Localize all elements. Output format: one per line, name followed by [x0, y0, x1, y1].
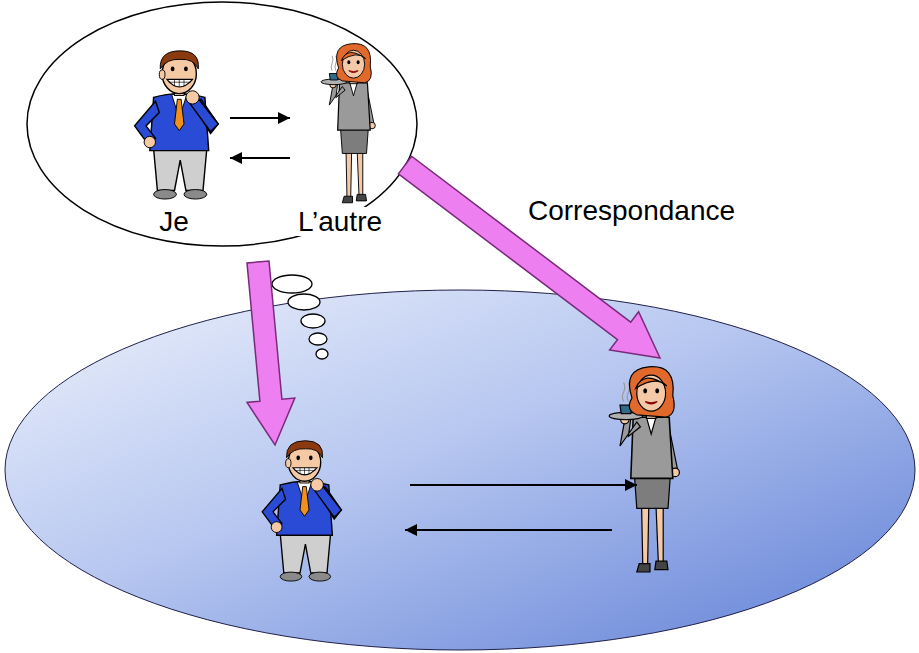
- bubble-dot: [301, 314, 325, 328]
- exchange-arrow: [410, 484, 637, 486]
- correspondence-arrow: [247, 261, 295, 445]
- bubble-dot: [309, 333, 327, 345]
- exchange-arrow: [405, 529, 612, 531]
- person-label: L’autre: [295, 207, 385, 236]
- ground-ellipse: [5, 290, 915, 650]
- bubble-dot: [316, 349, 328, 359]
- bubble-dot: [272, 275, 312, 293]
- caption-label: Correspondance: [528, 196, 735, 227]
- person-node: L’autre: [290, 36, 390, 236]
- bubble-trail: [272, 275, 328, 359]
- thought-bubble: [27, 2, 417, 246]
- exchange-arrow: [230, 117, 290, 119]
- exchange-arrow: [230, 157, 290, 159]
- woman-figure: [321, 44, 375, 203]
- man-figure: [135, 51, 219, 199]
- correspondence-arrow: [398, 156, 660, 358]
- man-figure: [262, 441, 341, 581]
- person-node: Je: [118, 44, 230, 236]
- woman-figure: [609, 367, 679, 572]
- person-label: Je: [156, 207, 192, 236]
- bubble-dot: [288, 294, 320, 310]
